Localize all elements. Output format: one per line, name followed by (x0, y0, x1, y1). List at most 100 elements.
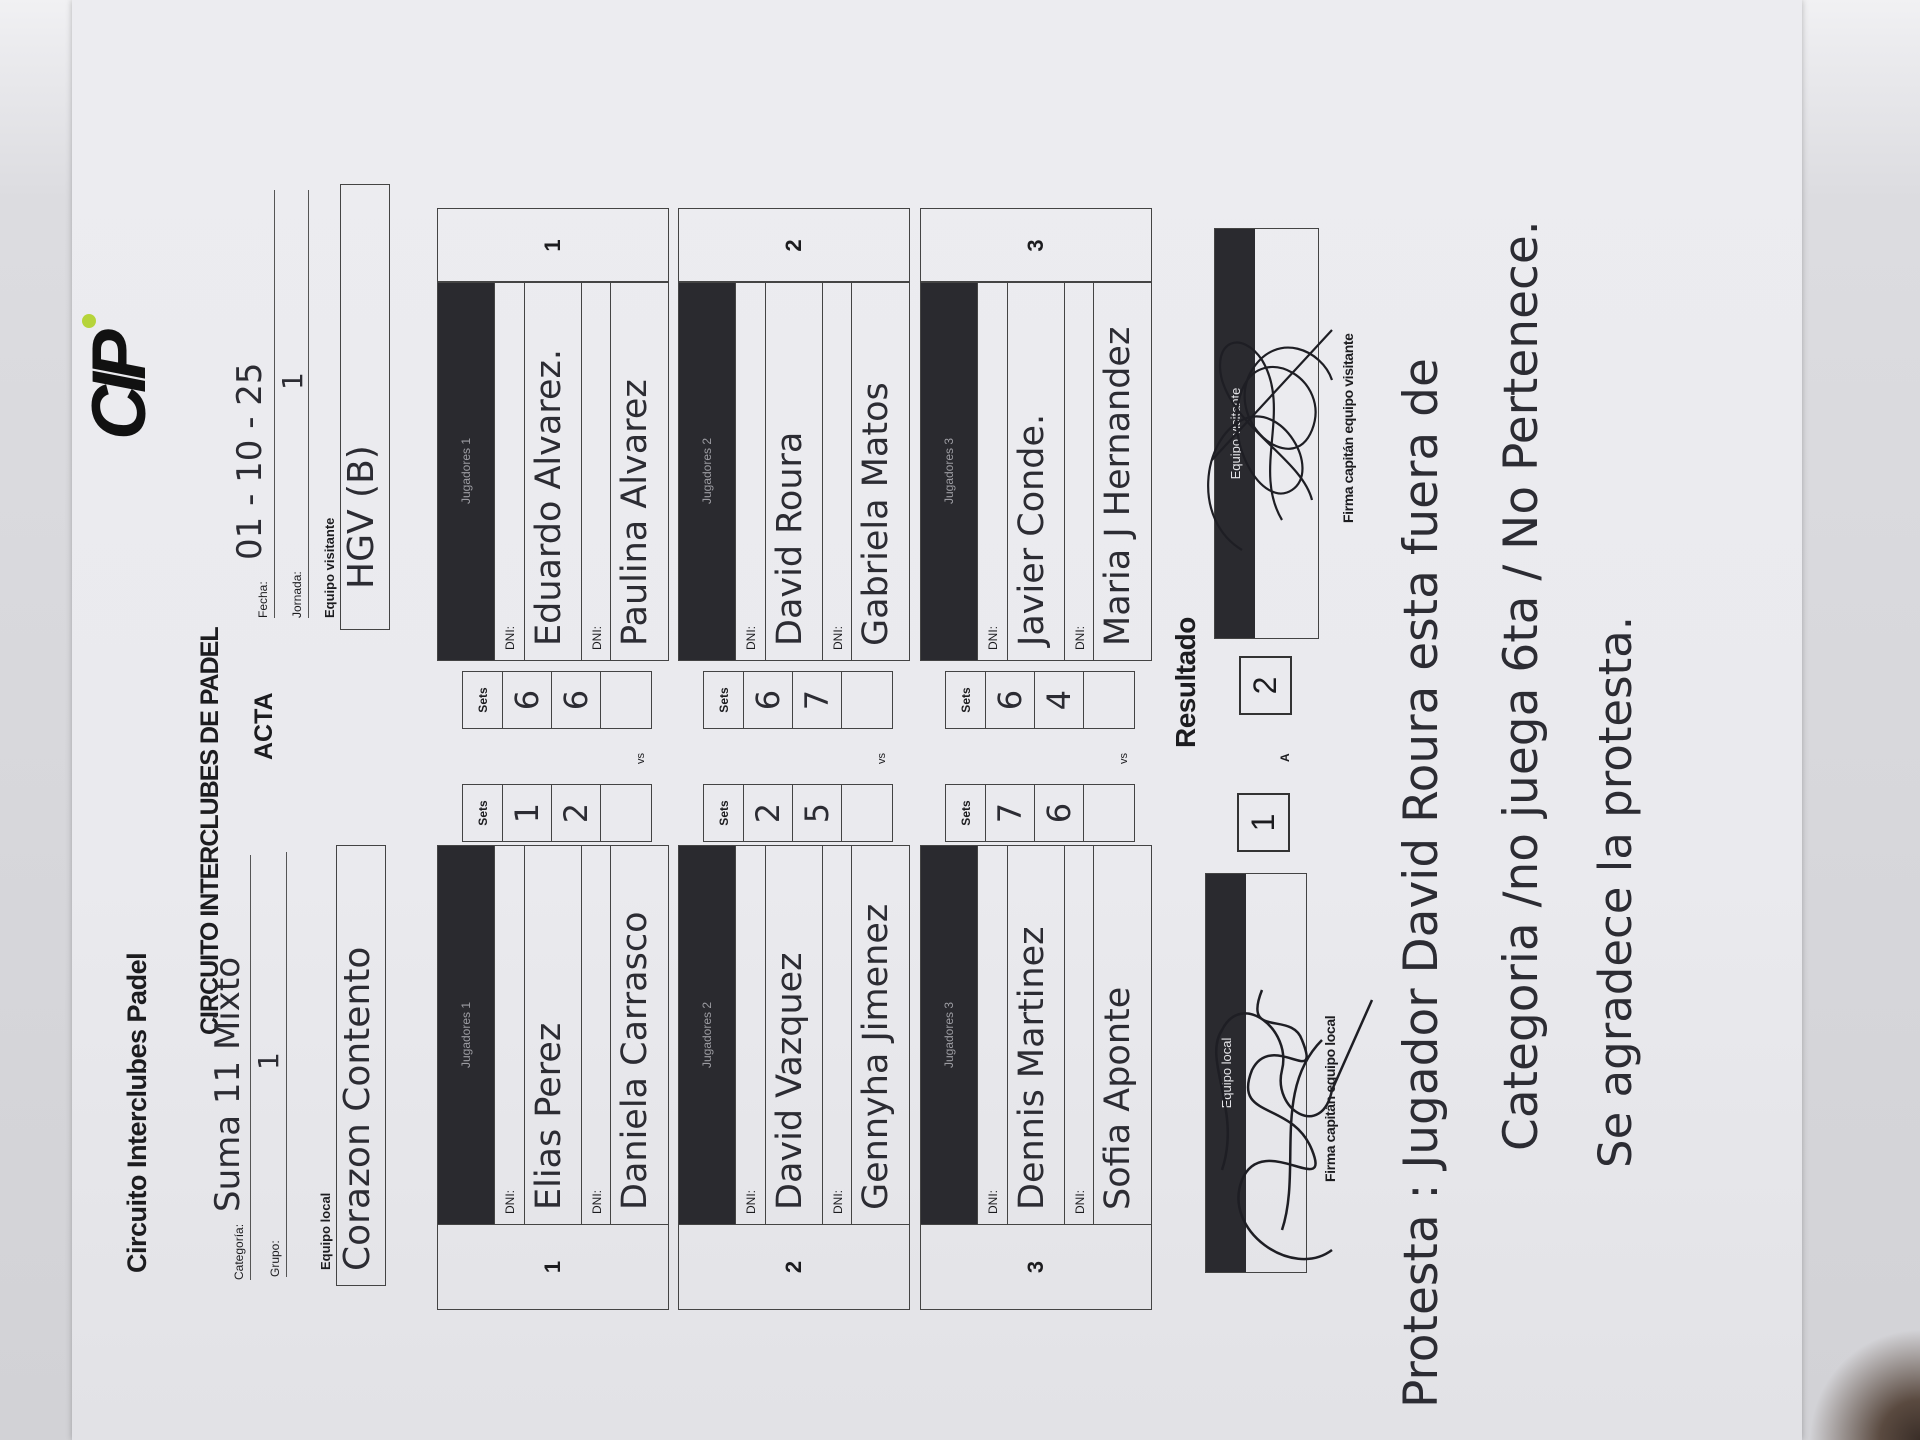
padel-ball-icon (82, 314, 96, 328)
visitor-match-number: 1 (437, 208, 669, 283)
categoria-label: Categoría: (232, 1223, 246, 1280)
dni-row: DNI: (735, 282, 765, 660)
player-name: Paulina Alvarez (615, 379, 655, 646)
set-score: 1 (503, 785, 552, 841)
dni-label: DNI: (831, 1190, 845, 1214)
visitor-players-header: Jugadores 1 (438, 282, 494, 660)
dni-row: DNI: (977, 846, 1007, 1224)
grupo-label: Grupo: (268, 1240, 282, 1277)
sets-label: Sets (704, 785, 744, 841)
set-score: 5 (793, 785, 842, 841)
local-score: 1 (1237, 793, 1290, 852)
local-players-header: Jugadores 1 (438, 846, 494, 1224)
dni-label: DNI: (744, 1190, 758, 1214)
player-row: Eduardo Alvarez. (524, 282, 581, 660)
visitor-players-header: Jugadores 3 (921, 282, 977, 660)
player-name: Daniela Carrasco (615, 911, 655, 1210)
jornada-label: Jornada: (290, 571, 304, 618)
table-corner (1800, 1320, 1920, 1440)
acta-document: Circuito Interclubes Padel CIP CIRCUITO … (72, 0, 1802, 1440)
visitor-captain-signature (1207, 329, 1334, 551)
sets-label: Sets (946, 672, 986, 728)
dni-label: DNI: (503, 1190, 517, 1214)
set-score (601, 785, 650, 841)
dni-row: DNI: (494, 846, 524, 1224)
player-name: Sofia Aponte (1098, 986, 1138, 1210)
sets-label: Sets (946, 785, 986, 841)
set-score (842, 785, 891, 841)
fecha-value: 01 - 10 - 25 (230, 362, 270, 560)
visitor-score: 2 (1239, 656, 1292, 715)
set-score (842, 672, 891, 728)
dni-row: DNI: (822, 846, 851, 1224)
dni-row: DNI: (735, 846, 765, 1224)
local-captain-signature (1215, 989, 1374, 1261)
player-name: Eduardo Alvarez. (529, 349, 569, 646)
vs-label: vs (876, 753, 888, 764)
categoria-line (250, 855, 251, 1280)
set-score: 2 (744, 785, 793, 841)
player-row: Gennyha Jimenez (851, 846, 911, 1224)
dni-row: DNI: (581, 846, 610, 1224)
cip-logo: CIP (77, 337, 162, 440)
set-score: 2 (552, 785, 601, 841)
player-row: Gabriela Matos (851, 282, 911, 660)
jornada-line (308, 190, 309, 618)
player-row: Paulina Alvarez (610, 282, 670, 660)
dni-row: DNI: (977, 282, 1007, 660)
resultado-title: Resultado (1170, 617, 1201, 748)
set-score (601, 672, 650, 728)
sets-label: Sets (463, 785, 503, 841)
sets-label: Sets (463, 672, 503, 728)
player-name: Maria J Hernandez (1098, 326, 1138, 646)
local-match-number: 2 (678, 1224, 910, 1310)
player-name: Gennyha Jimenez (856, 903, 896, 1210)
vs-label: vs (1118, 753, 1130, 764)
categoria-value: Suma 11 Mixto (208, 957, 248, 1212)
dni-label: DNI: (590, 626, 604, 650)
set-score: 6 (986, 672, 1035, 728)
dni-row: DNI: (581, 282, 610, 660)
equipo-visitante-box: HGV (B) (340, 184, 390, 630)
set-score: 6 (1035, 785, 1084, 841)
player-name: Gabriela Matos (856, 382, 896, 646)
player-row: Javier Conde. (1007, 282, 1064, 660)
player-row: Maria J Hernandez (1093, 282, 1153, 660)
set-score: 4 (1035, 672, 1084, 728)
dni-label: DNI: (986, 626, 1000, 650)
protest-line-1: Protesta : Jugador David Roura esta fuer… (1394, 358, 1449, 1408)
org-title: Circuito Interclubes Padel (122, 952, 152, 1273)
protest-line-2: Categoria /no juega 6ta / No Pertenece. (1494, 220, 1549, 1151)
protest-line-3: Se agradece la protesta. (1589, 615, 1642, 1168)
dni-row: DNI: (1064, 282, 1093, 660)
player-row: Daniela Carrasco (610, 846, 670, 1224)
dni-label: DNI: (744, 626, 758, 650)
player-name: Javier Conde. (1012, 413, 1052, 646)
player-row: Dennis Martinez (1007, 846, 1064, 1224)
sets-label: Sets (704, 672, 744, 728)
dni-label: DNI: (503, 626, 517, 650)
local-players-header: Jugadores 3 (921, 846, 977, 1224)
player-name: Elias Perez (529, 1022, 569, 1210)
fecha-line (274, 190, 275, 618)
set-score: 6 (744, 672, 793, 728)
equipo-visitante-label: Equipo visitante (322, 517, 337, 618)
player-row: Elias Perez (524, 846, 581, 1224)
visitor-match-number: 2 (678, 208, 910, 283)
dni-row: DNI: (1064, 846, 1093, 1224)
player-name: David Roura (770, 431, 810, 646)
dni-label: DNI: (831, 626, 845, 650)
player-row: David Roura (765, 282, 822, 660)
dni-row: DNI: (494, 282, 524, 660)
set-score: 7 (986, 785, 1035, 841)
